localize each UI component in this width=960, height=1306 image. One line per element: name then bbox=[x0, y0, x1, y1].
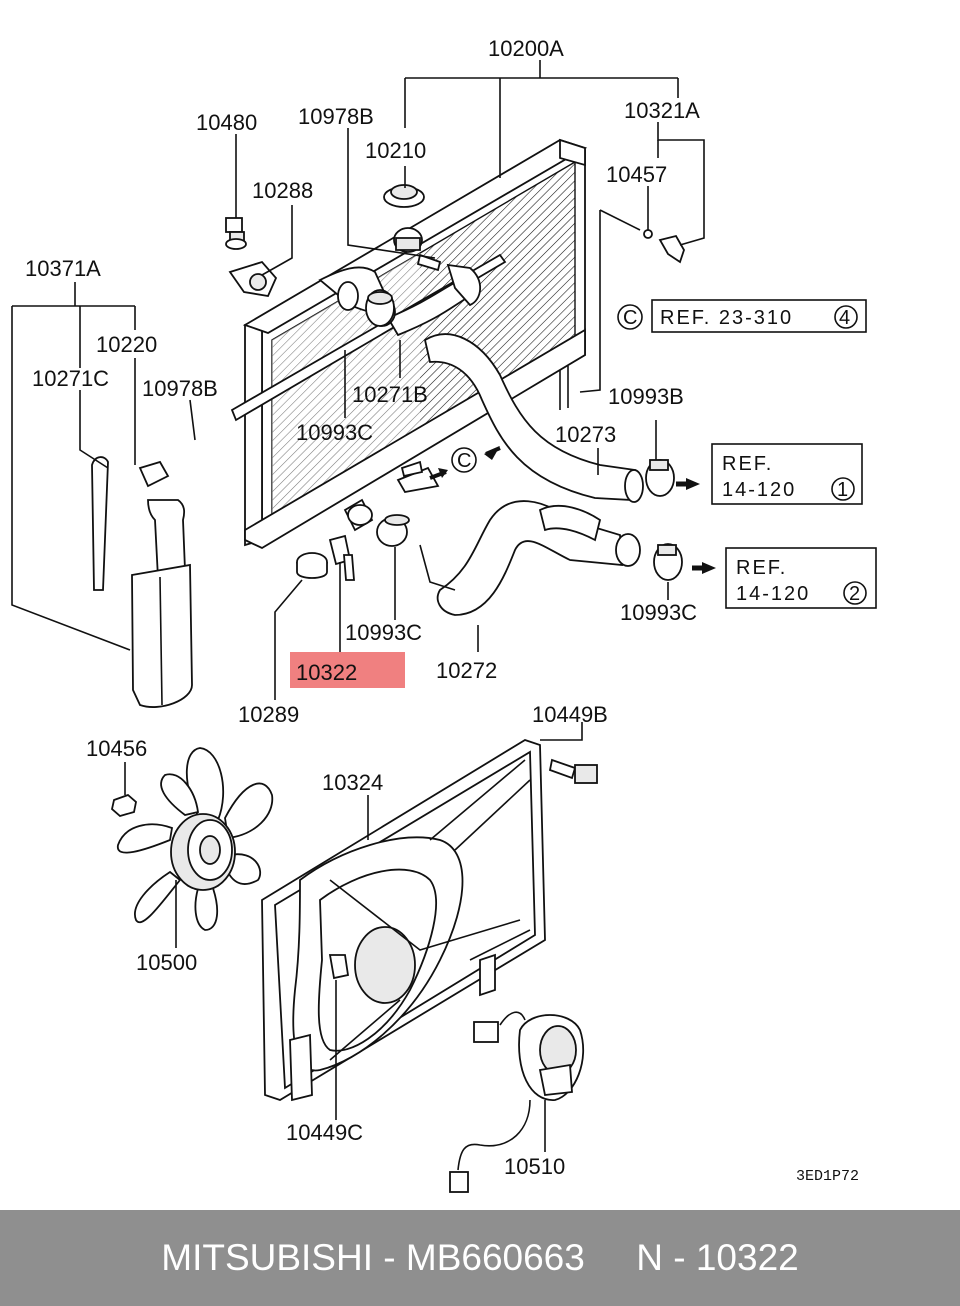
bolt-10449C bbox=[328, 954, 350, 980]
part-labels: 10200A 10321A 10480 10978B 10210 10457 1… bbox=[25, 36, 700, 1179]
label-10978B-top[interactable]: 10978B bbox=[298, 104, 374, 129]
label-10273[interactable]: 10273 bbox=[555, 422, 616, 447]
reservoir-tank bbox=[91, 456, 193, 708]
parts-diagram: 10200A 10321A 10480 10978B 10210 10457 1… bbox=[11, 36, 877, 1193]
clamp-10993C-top bbox=[365, 289, 395, 327]
ref-14-120-1[interactable]: REF. 14-120 1 bbox=[676, 443, 863, 505]
clamp-10993C-right bbox=[653, 543, 683, 581]
ref3-line1: REF. bbox=[722, 453, 773, 475]
ref2-letter: C bbox=[457, 450, 473, 472]
label-10457[interactable]: 10457 bbox=[606, 162, 667, 187]
label-10993B[interactable]: 10993B bbox=[608, 384, 684, 409]
label-10978B-left[interactable]: 10978B bbox=[142, 376, 218, 401]
nut-10456 bbox=[111, 793, 137, 817]
drain-cock-10322 bbox=[328, 534, 355, 581]
label-10371A[interactable]: 10371A bbox=[25, 256, 101, 281]
ref1-num: 4 bbox=[839, 307, 850, 329]
label-10271B[interactable]: 10271B bbox=[352, 382, 428, 407]
label-10449C[interactable]: 10449C bbox=[286, 1120, 363, 1145]
drawing-code: 3ED1P72 bbox=[796, 1168, 859, 1185]
label-10289[interactable]: 10289 bbox=[238, 702, 299, 727]
label-10288[interactable]: 10288 bbox=[252, 178, 313, 203]
label-10321A[interactable]: 10321A bbox=[624, 98, 700, 123]
label-10322[interactable]: 10322 bbox=[296, 660, 357, 685]
bolt-10480 bbox=[225, 217, 247, 250]
ref4-line2: 14-120 bbox=[736, 583, 810, 605]
label-10993C-top[interactable]: 10993C bbox=[296, 420, 373, 445]
footer-bar: MITSUBISHI - MB660663 N - 10322 bbox=[0, 1210, 960, 1306]
hose-10273 bbox=[423, 333, 644, 503]
label-10993C-right[interactable]: 10993C bbox=[620, 600, 697, 625]
bolt-10449B bbox=[548, 758, 598, 784]
clamp-10993B bbox=[645, 459, 675, 497]
label-10210[interactable]: 10210 bbox=[365, 138, 426, 163]
radiator-cap bbox=[383, 184, 425, 253]
label-10500[interactable]: 10500 bbox=[136, 950, 197, 975]
label-10510[interactable]: 10510 bbox=[504, 1154, 565, 1179]
label-10480[interactable]: 10480 bbox=[196, 110, 257, 135]
ref3-num: 1 bbox=[837, 479, 848, 501]
label-10993C-mid[interactable]: 10993C bbox=[345, 620, 422, 645]
ref3-line2: 14-120 bbox=[722, 479, 796, 501]
plug-10289 bbox=[296, 552, 328, 579]
highlight-10322 bbox=[290, 652, 405, 688]
label-10449B[interactable]: 10449B bbox=[532, 702, 608, 727]
label-10271C[interactable]: 10271C bbox=[32, 366, 109, 391]
ref1-text: REF. 23-310 bbox=[660, 307, 793, 329]
fan-shroud-10324 bbox=[261, 739, 546, 1102]
fan-motor-10510 bbox=[449, 1011, 585, 1193]
ref-c-arrow[interactable]: C bbox=[429, 446, 501, 480]
ref1-letter: C bbox=[623, 307, 639, 329]
label-10324[interactable]: 10324 bbox=[322, 770, 383, 795]
footer-part-info: MITSUBISHI - MB660663 N - 10322 bbox=[161, 1237, 799, 1278]
ref-14-120-2[interactable]: REF. 14-120 2 bbox=[692, 547, 877, 609]
fan-10500 bbox=[117, 747, 274, 931]
label-10200A[interactable]: 10200A bbox=[488, 36, 564, 61]
clamp-10993C-mid bbox=[376, 514, 410, 547]
ref-23-310[interactable]: C REF. 23-310 4 bbox=[617, 299, 867, 333]
leader-lines bbox=[11, 60, 705, 1152]
bracket-10288 bbox=[228, 260, 278, 298]
label-10456[interactable]: 10456 bbox=[86, 736, 147, 761]
label-10220[interactable]: 10220 bbox=[96, 332, 157, 357]
hose-10272 bbox=[436, 500, 641, 616]
sensor-10457 bbox=[643, 229, 685, 264]
label-10272[interactable]: 10272 bbox=[436, 658, 497, 683]
ref4-num: 2 bbox=[849, 583, 860, 605]
ref4-line1: REF. bbox=[736, 557, 787, 579]
